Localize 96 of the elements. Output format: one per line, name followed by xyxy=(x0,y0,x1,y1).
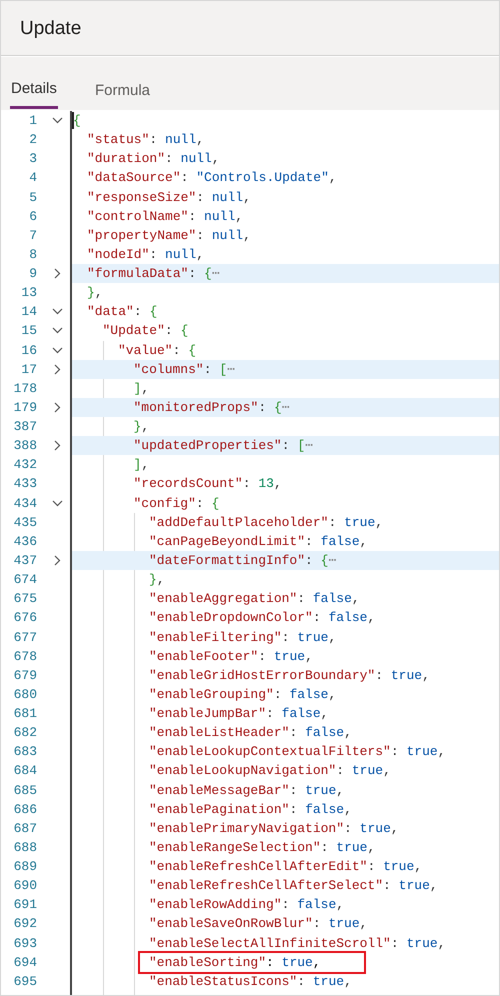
code-line: "recordsCount": 13, xyxy=(134,475,282,494)
code-line: "enableRangeSelection": true, xyxy=(149,838,376,857)
line-number: 684 xyxy=(14,762,37,780)
code-line: "enableListHeader": false, xyxy=(149,724,352,742)
line-number: 679 xyxy=(14,666,37,685)
line-number: 178 xyxy=(14,380,37,398)
code-line: "enableRefreshCellAfterEdit": true, xyxy=(149,858,422,876)
line-number: 5 xyxy=(29,188,37,207)
code-line: "enableSaveOnRowBlur": true, xyxy=(149,915,368,934)
code-line: "enableGrouping": false, xyxy=(149,686,336,704)
code-line: "canPageBeyondLimit": false, xyxy=(149,532,368,551)
line-number: 676 xyxy=(14,609,37,628)
line-number: 13 xyxy=(21,284,37,302)
line-number: 17 xyxy=(21,360,37,379)
line-number: 685 xyxy=(14,782,37,800)
code-line: "enableSorting": true, xyxy=(149,954,321,972)
line-number: 682 xyxy=(14,724,37,742)
code-line: "enableRefreshCellAfterSelect": true, xyxy=(149,877,438,896)
line-number: 435 xyxy=(14,514,37,532)
line-number: 687 xyxy=(14,820,37,838)
code-line: }, xyxy=(87,284,103,302)
code-line: "updatedProperties": [⋯ xyxy=(134,437,313,456)
code-line: "nodeId": null, xyxy=(87,246,204,264)
line-number: 9 xyxy=(29,265,37,284)
line-number: 432 xyxy=(14,456,37,474)
code-line: "enableLookupContextualFilters": true, xyxy=(149,743,446,762)
code-line: "formulaData": {⋯ xyxy=(87,265,220,284)
line-number: 693 xyxy=(14,934,37,953)
line-number: 677 xyxy=(14,628,37,646)
line-number: 690 xyxy=(14,877,37,896)
line-number: 433 xyxy=(14,475,37,494)
highlight-box xyxy=(138,950,366,974)
line-number: 2 xyxy=(29,131,37,150)
code-line: "enableFiltering": true, xyxy=(149,628,336,646)
line-number: 3 xyxy=(29,150,37,168)
code-line: { xyxy=(73,112,81,130)
line-number: 683 xyxy=(14,743,37,762)
line-number: 691 xyxy=(14,896,37,914)
line-number: 16 xyxy=(21,342,37,360)
line-number: 179 xyxy=(14,398,37,417)
code-line: "enableRowAdding": false, xyxy=(149,896,344,914)
line-number: 14 xyxy=(21,303,37,322)
line-number: 4 xyxy=(29,169,37,188)
code-line: "enableAggregation": false, xyxy=(149,590,360,608)
line-number: 8 xyxy=(29,246,37,264)
code-line: "status": null, xyxy=(87,131,204,150)
code-line: "value": { xyxy=(118,342,196,360)
code-line: "columns": [⋯ xyxy=(134,360,235,379)
line-number: 6 xyxy=(29,208,37,226)
code-line: "enablePrimaryNavigation": true, xyxy=(149,820,399,838)
details-tab: Details xyxy=(10,73,58,109)
code-line: "dataSource": "Controls.Update", xyxy=(87,169,337,188)
formula-tab: Formula xyxy=(95,73,150,109)
code-line: ], xyxy=(134,380,150,398)
panel-title: Update xyxy=(20,17,82,41)
code-line: "responseSize": null, xyxy=(87,188,251,207)
code-line: }, xyxy=(134,418,150,436)
code-line: "enableFooter": true, xyxy=(149,648,313,666)
line-number: 680 xyxy=(14,686,37,704)
code-line: "monitoredProps": {⋯ xyxy=(134,398,290,417)
code-line: ], xyxy=(134,456,150,474)
line-number: 694 xyxy=(14,954,37,972)
line-number: 436 xyxy=(14,532,37,551)
line-number: 15 xyxy=(21,322,37,340)
code-line: "enableJumpBar": false, xyxy=(149,705,328,724)
line-number: 1 xyxy=(29,112,37,130)
code-line: "Update": { xyxy=(102,322,188,340)
code-line: "controlName": null, xyxy=(87,208,244,226)
line-number: 388 xyxy=(14,437,37,456)
code-line: "enableMessageBar": true, xyxy=(149,782,344,800)
code-line: "propertyName": null, xyxy=(87,226,251,245)
line-number: 689 xyxy=(14,858,37,876)
line-number: 695 xyxy=(14,972,37,991)
code-line: "addDefaultPlaceholder": true, xyxy=(149,514,384,532)
code-line: "data": { xyxy=(87,303,158,322)
line-number: 688 xyxy=(14,838,37,857)
code-line: "enableDropdownColor": false, xyxy=(149,609,376,628)
code-line: "enableSelectAllInfiniteScroll": true, xyxy=(149,934,446,953)
line-number: 681 xyxy=(14,705,37,724)
line-number: 692 xyxy=(14,915,37,934)
line-number: 437 xyxy=(14,552,37,570)
line-number: 675 xyxy=(14,590,37,608)
code-line: "enableGridHostErrorBoundary": true, xyxy=(149,666,430,685)
line-number: 686 xyxy=(14,800,37,819)
code-line: "duration": null, xyxy=(87,150,220,168)
code-line: "enableStatusIcons": true, xyxy=(149,972,352,991)
line-number: 434 xyxy=(14,494,37,513)
code-line: "enableLookupNavigation": true, xyxy=(149,762,391,780)
code-line: "dateFormattingInfo": {⋯ xyxy=(149,552,336,570)
line-number: 7 xyxy=(29,226,37,245)
code-line: }, xyxy=(149,571,165,590)
line-number: 387 xyxy=(14,418,37,436)
code-line: "enablePagination": false, xyxy=(149,800,352,819)
code-line: "config": { xyxy=(134,494,220,513)
line-number: 674 xyxy=(14,571,37,590)
line-number: 678 xyxy=(14,648,37,666)
